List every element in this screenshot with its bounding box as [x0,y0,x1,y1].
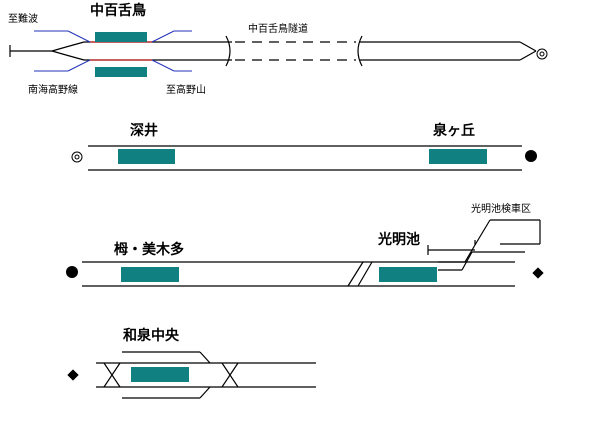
terminal-symbol-filled [66,266,78,278]
komyoike-platform [379,267,437,282]
station-name-toga-mikita: 栂・美木多 [114,242,184,258]
nankai-track-lower-branch [51,50,67,56]
izumigaoka-platform [429,149,487,164]
depot-label: 光明池検車区 [471,204,531,215]
direction-label-namba: 至難波 [8,14,38,25]
station-name-nakamozu: 中百舌鳥 [90,3,146,19]
fukai-platform [118,149,175,164]
izumi-chuo-platform [131,367,189,382]
station-name-komyoike: 光明池 [378,232,420,248]
crossover [347,261,364,287]
nankai-track-upper-branch [51,46,67,52]
toga-mikita-platform [121,267,179,282]
tunnel-portal-left [225,35,231,67]
terminal-symbol-diamond [532,267,544,279]
terminal-symbol-diamond [67,369,79,381]
station-name-fukai: 深井 [130,123,158,139]
tunnel-portal-right [357,35,363,67]
direction-label-koyasan: 至高野山 [166,85,206,96]
terminal-symbol-filled [525,150,537,162]
tunnel-label: 中百舌鳥隧道 [248,24,308,35]
nakamozu-platform-1 [95,32,147,42]
station-name-izumigaoka: 泉ヶ丘 [433,123,475,139]
line-label-nankai: 南海高野線 [28,85,78,96]
nakamozu-platform-2 [95,67,147,77]
station-name-izumi-chuo: 和泉中央 [123,328,179,344]
